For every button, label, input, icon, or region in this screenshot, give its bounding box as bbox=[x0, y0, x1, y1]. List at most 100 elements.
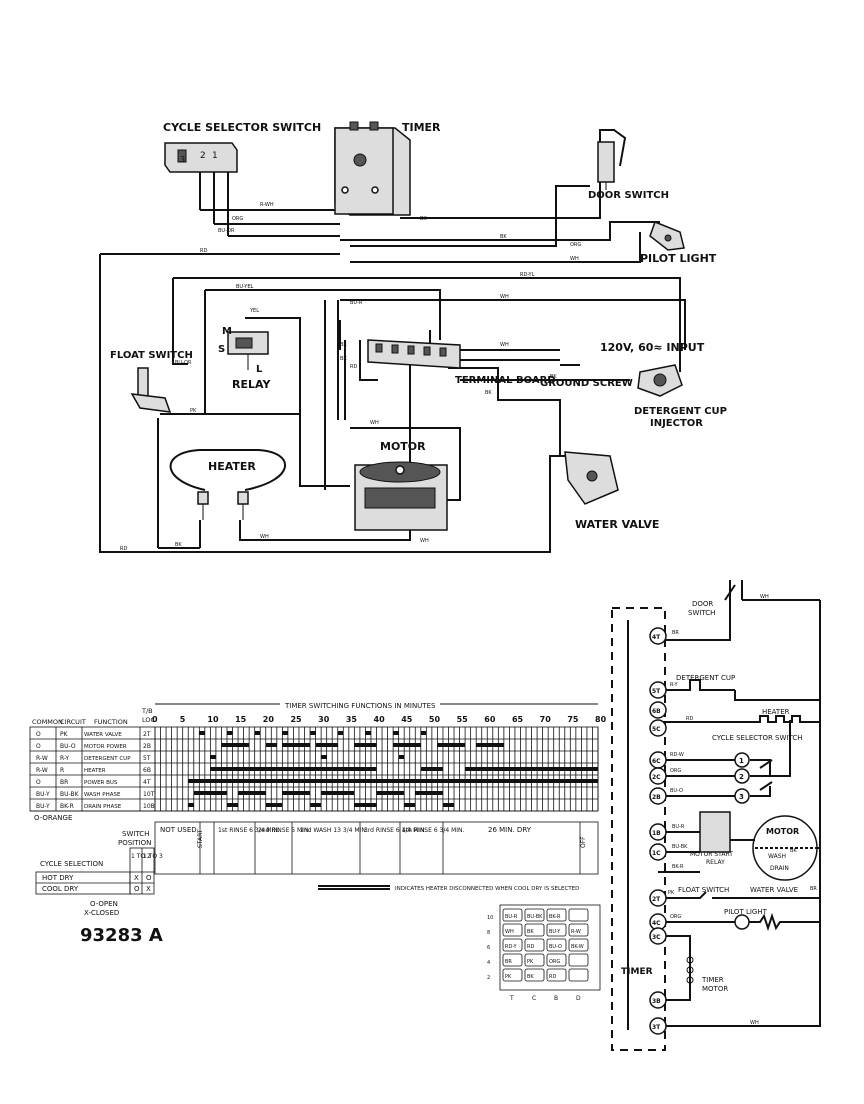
terminal-cell bbox=[568, 923, 589, 937]
wire-label: BK bbox=[485, 390, 492, 396]
switch-bar bbox=[393, 743, 421, 747]
float-switch bbox=[130, 367, 172, 413]
minute-tick: 55 bbox=[457, 715, 469, 724]
switch-bar bbox=[226, 731, 233, 735]
selector-node-label: 2 bbox=[739, 773, 744, 781]
water-valve-schematic: WATER VALVE bbox=[750, 886, 798, 894]
schematic-wire-label: RD-W bbox=[670, 752, 684, 758]
wire-label: BU-R bbox=[350, 300, 363, 306]
schematic-wire-label: WH bbox=[760, 594, 769, 600]
terminal-cell bbox=[502, 938, 523, 952]
terminal-cell-label: BU-BK bbox=[527, 914, 543, 920]
terminal-cell bbox=[524, 923, 545, 937]
cycle-name: HOT DRY bbox=[42, 874, 74, 882]
terminal-cell-label: BK-R bbox=[549, 914, 561, 920]
terminal-node bbox=[649, 927, 667, 945]
minute-tick: 10 bbox=[207, 715, 219, 724]
switch-bar bbox=[354, 803, 377, 807]
terminal-cell-label: BK bbox=[527, 929, 534, 935]
terminal-cell-label: BU-O bbox=[549, 944, 562, 950]
terminal-cell-label: PK bbox=[505, 974, 512, 980]
minute-tick: 30 bbox=[318, 715, 330, 724]
schematic-wire-label: PK bbox=[668, 890, 675, 896]
terminal-node-label: 2B bbox=[652, 794, 661, 801]
wash-label: WASH bbox=[768, 853, 786, 860]
motor-schematic: MOTOR bbox=[766, 827, 799, 836]
relay-l-label: L bbox=[256, 364, 263, 375]
switch-bar bbox=[193, 791, 227, 795]
cycle-selector-switch-label: CYCLE SELECTOR SWITCH bbox=[163, 121, 321, 134]
minute-tick: 15 bbox=[235, 715, 247, 724]
input-label: 120V, 60≈ INPUT bbox=[600, 341, 705, 354]
row-function: WASH PHASE bbox=[84, 792, 121, 798]
wire-label: BK bbox=[340, 342, 347, 348]
phase-label: 4th RINSE 6 3/4 MIN. bbox=[402, 827, 465, 834]
pictorial-wire-labels: R-WHORGBU-ORBKBKORGWHYELBU-YELRD-YLRDBU-… bbox=[120, 202, 581, 552]
switch-bar bbox=[265, 743, 277, 747]
terminal-node-label: 1C bbox=[652, 850, 661, 857]
row-circuit: BK-R bbox=[60, 803, 74, 810]
wire-label: WH bbox=[570, 256, 579, 262]
wire-label: BK bbox=[500, 234, 507, 240]
orange-note: O-ORANGE bbox=[34, 814, 72, 822]
terminal-cell bbox=[524, 953, 545, 967]
row-common: O bbox=[36, 779, 41, 786]
minute-tick: 0 bbox=[152, 715, 158, 724]
cycle-pos-a: O bbox=[134, 885, 140, 893]
float-switch-label: FLOAT SWITCH bbox=[110, 350, 193, 361]
terminal-cell-label: RD-Y bbox=[505, 944, 518, 950]
heater-label: HEATER bbox=[208, 460, 256, 473]
row-function: DETERGENT CUP bbox=[84, 756, 131, 762]
terminal-cell-label: RD bbox=[527, 944, 534, 950]
switch-bar bbox=[315, 743, 338, 747]
svg-text:3: 3 bbox=[180, 155, 185, 164]
row-loc: 5T bbox=[143, 755, 151, 762]
wire-label: BK bbox=[175, 542, 182, 548]
minute-tick: 5 bbox=[180, 715, 186, 724]
selector-node-label: 3 bbox=[739, 793, 744, 801]
terminal-node-label: 2T bbox=[652, 896, 661, 903]
relay-m-label: M bbox=[222, 326, 232, 337]
row-loc: 2T bbox=[143, 731, 151, 738]
schematic-wire-label: BK bbox=[790, 848, 797, 854]
chart-header: TIMER SWITCHING FUNCTIONS IN MINUTES bbox=[284, 702, 436, 710]
row-common: BU-Y bbox=[36, 803, 50, 810]
terminal-col-letter: D bbox=[576, 995, 581, 1002]
row-loc: 6B bbox=[143, 767, 151, 774]
terminal-board-label: TERMINAL BOARD bbox=[455, 375, 556, 386]
row-function: DRAIN PHASE bbox=[84, 804, 122, 810]
terminal-cell-label: PK bbox=[527, 959, 534, 965]
detergent-cup-label-1: DETERGENT CUP bbox=[634, 406, 727, 417]
schematic-wire-label: BR bbox=[810, 886, 817, 892]
terminal-cell bbox=[502, 968, 523, 982]
row-common: R-W bbox=[36, 755, 48, 762]
terminal-board bbox=[367, 339, 461, 369]
motor-label: MOTOR bbox=[380, 440, 426, 453]
terminal-col-letter: C bbox=[532, 995, 536, 1002]
water-valve bbox=[564, 451, 619, 505]
row-common: O bbox=[36, 743, 41, 750]
minute-tick: 65 bbox=[512, 715, 524, 724]
phase-label: NOT USED bbox=[160, 826, 197, 834]
switch-bar bbox=[310, 731, 316, 735]
row-loc: 4T bbox=[143, 779, 151, 786]
terminal-cell-label: R-W bbox=[571, 929, 581, 935]
ground-screw-label: GROUND SCREW bbox=[540, 378, 633, 389]
terminal-cell bbox=[502, 923, 523, 937]
col-function: FUNCTION bbox=[94, 718, 128, 726]
terminal-node-label: 2C bbox=[652, 774, 661, 781]
switch-bar bbox=[238, 791, 266, 795]
terminal-row-number: 10 bbox=[487, 915, 493, 921]
terminal-node-label: 3T bbox=[652, 1024, 661, 1031]
terminal-cell-label: BK-W bbox=[571, 944, 584, 950]
terminal-node bbox=[649, 787, 667, 805]
row-loc: 10B bbox=[143, 803, 155, 810]
door-switch-1: DOOR bbox=[692, 600, 713, 608]
selector-node bbox=[734, 768, 750, 784]
terminal-node-label: 3C bbox=[652, 934, 661, 941]
minute-tick: 60 bbox=[484, 715, 496, 724]
